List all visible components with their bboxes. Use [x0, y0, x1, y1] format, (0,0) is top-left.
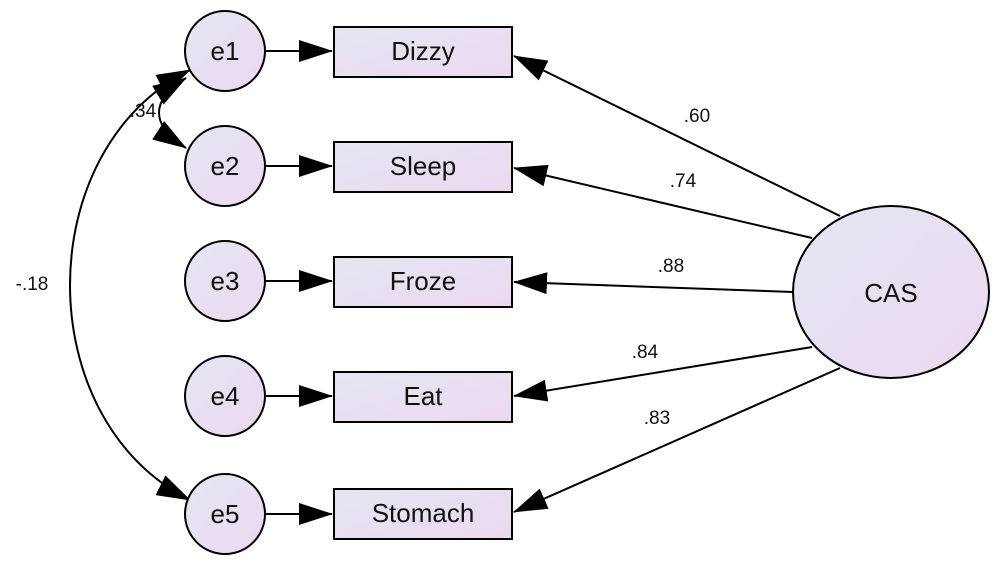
- indicator-box-froze: Froze: [333, 256, 513, 308]
- error-label-e3: e3: [211, 266, 240, 296]
- indicator-box-eat: Eat: [333, 371, 513, 423]
- error-label-e5: e5: [211, 499, 240, 529]
- covariance-value-e1-e5: -.18: [16, 274, 49, 295]
- latent-node-cas: CAS: [792, 205, 990, 379]
- indicator-box-stomach: Stomach: [333, 488, 513, 540]
- indicator-label-eat: Eat: [403, 381, 443, 411]
- error-node-e1: e1: [184, 10, 266, 92]
- covariance-value-e1-e2: .34: [130, 101, 157, 122]
- loading-value-eat: .84: [632, 342, 659, 363]
- loading-arrow-sleep: [513, 164, 813, 239]
- indicator-box-dizzy: Dizzy: [333, 26, 513, 78]
- indicator-label-stomach: Stomach: [372, 498, 475, 528]
- loading-value-sleep: .74: [670, 171, 697, 192]
- error-node-e2: e2: [184, 125, 266, 207]
- loading-arrow-stomach: [513, 367, 841, 513]
- covariance-e1-e2-curve: [152, 77, 187, 149]
- error-node-e4: e4: [184, 355, 266, 437]
- loading-arrow-froze: [513, 272, 794, 295]
- error-label-e1: e1: [211, 36, 240, 66]
- loading-value-stomach: .83: [644, 408, 670, 429]
- indicator-label-froze: Froze: [390, 266, 456, 296]
- loading-arrow-dizzy: [513, 55, 841, 217]
- covariance-e1-e5-curve: [69, 69, 191, 501]
- error-label-e2: e2: [211, 151, 240, 181]
- indicator-label-sleep: Sleep: [390, 151, 457, 181]
- error-node-e3: e3: [184, 240, 266, 322]
- indicator-label-dizzy: Dizzy: [391, 36, 455, 66]
- loading-arrow-eat: [513, 346, 813, 402]
- loading-value-froze: .88: [658, 256, 684, 277]
- error-label-e4: e4: [211, 381, 240, 411]
- loading-value-dizzy: .60: [684, 106, 710, 127]
- error-node-e5: e5: [184, 473, 266, 555]
- indicator-box-sleep: Sleep: [333, 141, 513, 193]
- latent-label-cas: CAS: [864, 278, 917, 308]
